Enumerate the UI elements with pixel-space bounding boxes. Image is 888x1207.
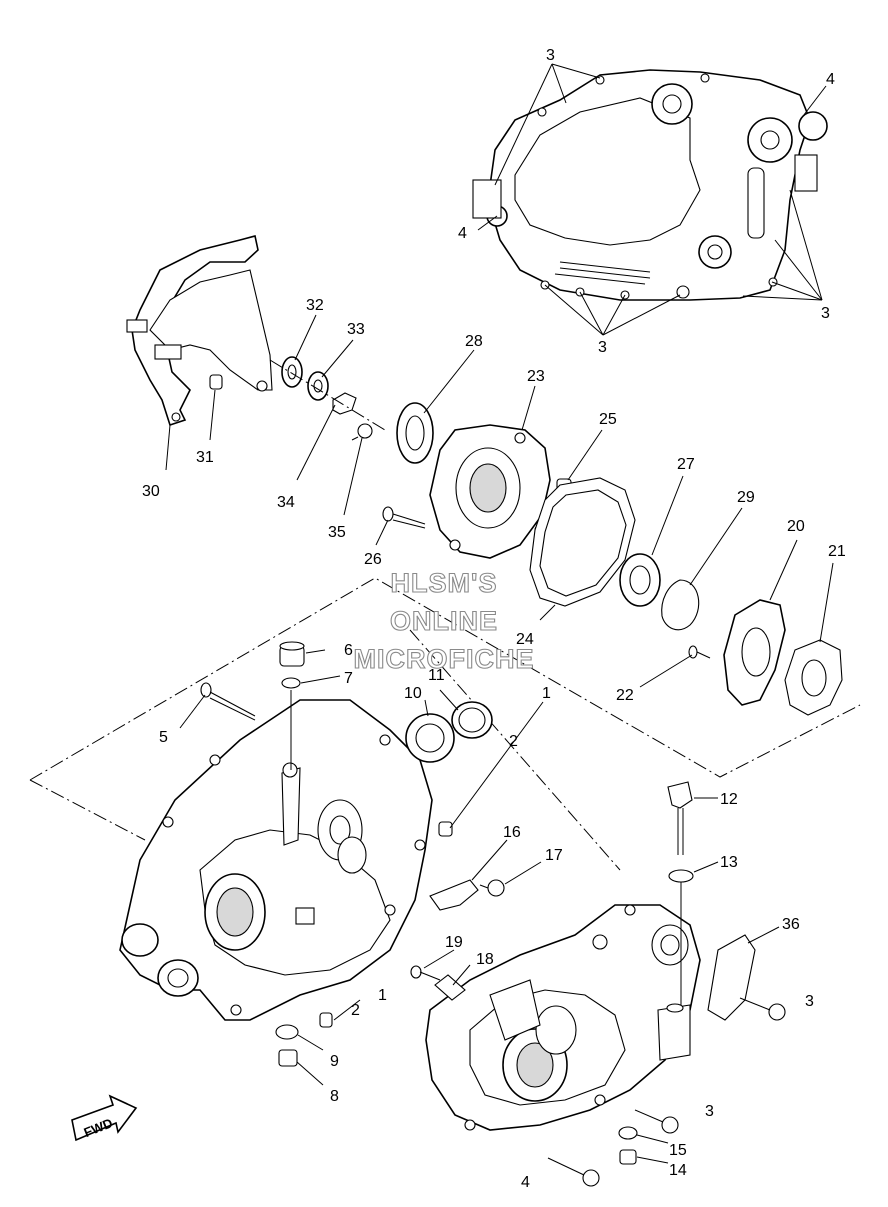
callout-3-top: 3 <box>546 47 555 64</box>
bolt-35 <box>351 423 373 441</box>
drain-bolt-8 <box>278 1049 298 1067</box>
callout-3-right: 3 <box>821 305 830 322</box>
drain-plug-6 <box>279 641 305 667</box>
plate-34 <box>332 392 357 415</box>
gasket-7 <box>281 677 301 689</box>
callout-28: 28 <box>465 333 483 350</box>
callout-15: 15 <box>669 1142 687 1159</box>
callout-25: 25 <box>599 411 617 428</box>
callout-17: 17 <box>545 847 563 864</box>
watermark-line-1: HLSM'S <box>391 568 498 598</box>
bolt-17 <box>479 879 505 897</box>
callout-12: 12 <box>720 791 738 808</box>
callout-2-lower: 2 <box>351 1002 360 1019</box>
callout-3-lower: 3 <box>705 1103 714 1120</box>
callout-22: 22 <box>616 687 634 704</box>
callout-29: 29 <box>737 489 755 506</box>
fwd-arrow-icon: FWD <box>71 1094 138 1142</box>
callout-11: 11 <box>428 667 445 684</box>
bearing-retainer-20 <box>723 599 786 706</box>
left-crankcase <box>119 699 433 1021</box>
callout-21: 21 <box>828 543 846 560</box>
gasket-21 <box>784 639 843 716</box>
bolt-5 <box>200 682 256 721</box>
callout-13: 13 <box>720 854 738 871</box>
clamp-11 <box>451 701 493 739</box>
bolt-3-lower <box>634 1109 679 1134</box>
callout-2-upper: 2 <box>509 733 518 750</box>
callout-10: 10 <box>404 685 422 702</box>
callout-31: 31 <box>196 449 214 466</box>
bearing-33 <box>307 371 329 401</box>
dowel-pin-2-lower <box>319 1012 333 1028</box>
circlip-29 <box>661 579 700 631</box>
callout-24: 24 <box>516 631 534 648</box>
callout-6: 6 <box>344 642 353 659</box>
callout-34: 34 <box>277 494 295 511</box>
o-ring-13 <box>668 869 694 883</box>
callout-4-top: 4 <box>826 71 835 88</box>
callout-35: 35 <box>328 524 346 541</box>
callout-3-bottom: 3 <box>598 339 607 356</box>
callout-5: 5 <box>159 729 168 746</box>
bolt-3-right <box>739 997 786 1021</box>
bearing-32 <box>281 356 303 388</box>
callout-18: 18 <box>476 951 494 968</box>
crankcase-gasket-view <box>472 63 828 336</box>
plate-16 <box>429 879 479 911</box>
oil-seal-10 <box>405 713 455 763</box>
callout-36: 36 <box>782 916 800 933</box>
callout-4-bottom: 4 <box>521 1174 530 1191</box>
callout-1-upper: 1 <box>542 685 551 702</box>
plate-18 <box>434 974 466 1001</box>
callout-4-left: 4 <box>458 225 467 242</box>
callout-14: 14 <box>669 1162 687 1179</box>
breather-cover <box>126 235 273 427</box>
callout-labels: 3 4 4 3 3 32 33 28 23 25 27 29 20 21 30 … <box>142 47 846 1191</box>
bolt-4-bottom <box>547 1157 600 1187</box>
screw-19 <box>410 965 441 981</box>
dipstick-12 <box>667 781 693 855</box>
right-crankcase <box>425 904 701 1131</box>
callout-20: 20 <box>787 518 805 535</box>
callout-30: 30 <box>142 483 160 500</box>
callout-7: 7 <box>344 670 353 687</box>
callout-1-lower: 1 <box>378 987 387 1004</box>
washer-9 <box>275 1024 299 1040</box>
callout-16: 16 <box>503 824 521 841</box>
watermark-line-2: ONLINE <box>390 606 498 636</box>
dowel-pin-2-upper <box>438 821 453 837</box>
watermark: HLSM'S ONLINE MICROFICHE <box>353 567 535 674</box>
callout-3-bolt: 3 <box>805 993 814 1010</box>
callout-leaders <box>165 314 834 1164</box>
callout-33: 33 <box>347 321 365 338</box>
drain-bolt-14 <box>619 1149 637 1165</box>
dowel-pin-31 <box>209 374 223 390</box>
callout-19: 19 <box>445 934 463 951</box>
callout-23: 23 <box>527 368 545 385</box>
screw-22 <box>688 645 711 659</box>
bearing-housing-23 <box>429 424 551 559</box>
washer-15 <box>618 1126 638 1140</box>
callout-27: 27 <box>677 456 695 473</box>
callout-8: 8 <box>330 1088 339 1105</box>
oil-seal-28 <box>396 402 434 464</box>
callout-26: 26 <box>364 551 382 568</box>
gasket-24 <box>529 477 636 607</box>
cover-36 <box>707 934 756 1021</box>
watermark-line-3: MICROFICHE <box>354 644 535 674</box>
callout-9: 9 <box>330 1053 339 1070</box>
bolt-26 <box>382 506 426 529</box>
bearing-27 <box>619 553 661 607</box>
callout-32: 32 <box>306 297 324 314</box>
